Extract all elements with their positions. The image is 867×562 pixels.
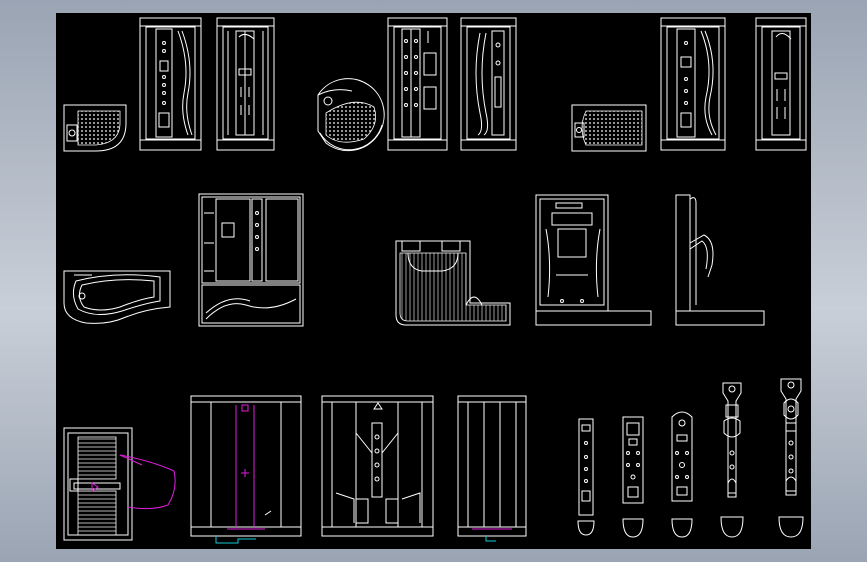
shower-cabin-front-a[interactable]	[139, 17, 202, 151]
shower-panel-5[interactable]	[778, 378, 804, 538]
shower-cabin-front-b[interactable]	[387, 17, 448, 151]
shower-cabin-front-c[interactable]	[660, 17, 726, 151]
enclosure-plan[interactable]	[63, 427, 176, 541]
shower-panel-3[interactable]	[671, 411, 693, 538]
cad-drawing-canvas[interactable]	[56, 13, 811, 549]
shower-panel-1[interactable]	[577, 418, 595, 536]
shower-panel-4[interactable]	[720, 382, 744, 538]
round-tray-plan[interactable]	[317, 78, 385, 152]
drawing-sheet[interactable]	[56, 13, 811, 549]
steam-room-plan[interactable]	[395, 240, 511, 326]
shower-panel-2[interactable]	[622, 416, 644, 538]
shower-cabin-back-a[interactable]	[216, 17, 275, 151]
shower-cabin-back-c[interactable]	[755, 17, 807, 151]
enclosure-front-b[interactable]	[321, 395, 434, 537]
shower-tray-plan-b[interactable]	[571, 104, 647, 152]
sauna-side-elevation[interactable]	[675, 194, 765, 326]
enclosure-front-c[interactable]	[457, 395, 527, 542]
sauna-front-elevation[interactable]	[535, 194, 652, 326]
shower-tray-plan-a[interactable]	[63, 104, 127, 152]
shower-cabin-back-b[interactable]	[460, 17, 517, 151]
steam-room-elevation[interactable]	[198, 193, 304, 327]
enclosure-front-a[interactable]	[190, 395, 302, 544]
bathtub-plan[interactable]	[63, 270, 171, 324]
